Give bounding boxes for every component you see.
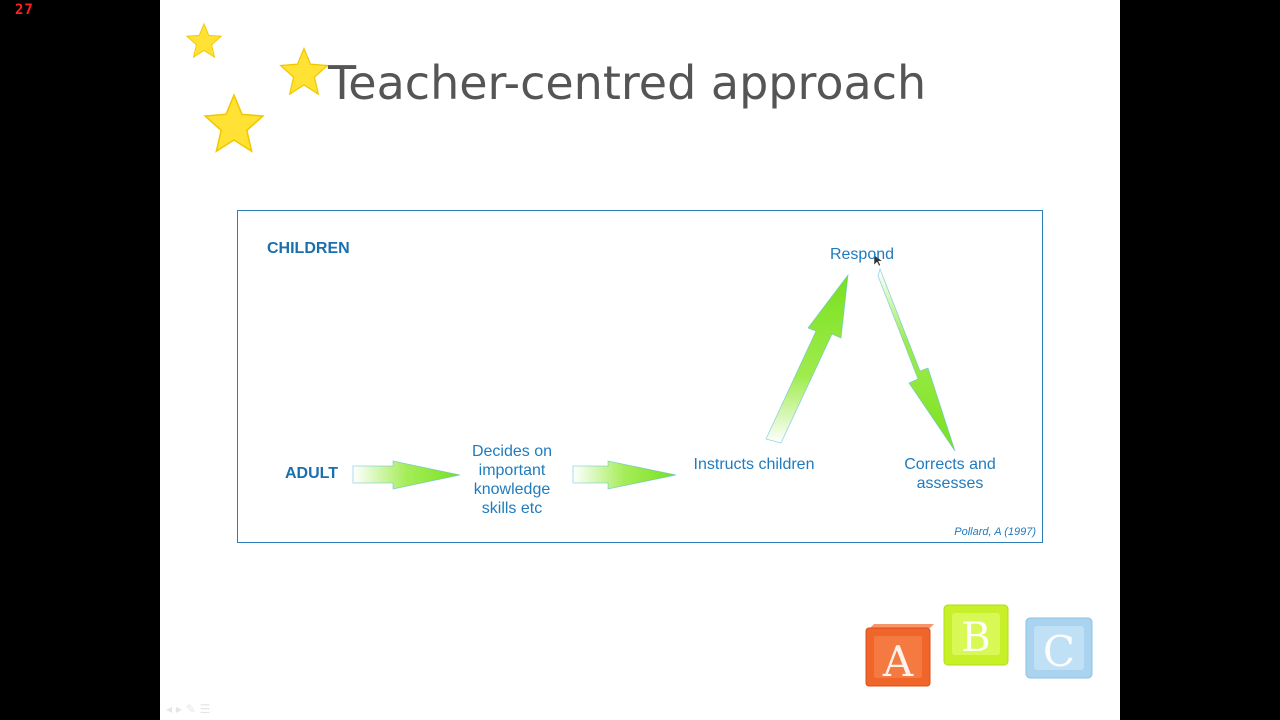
next-icon[interactable]: ▸	[175, 702, 182, 716]
star-icon	[203, 93, 265, 153]
block-letter-a: A	[882, 637, 914, 686]
block-letter-b: B	[961, 615, 990, 661]
letter-block-a: A	[865, 624, 934, 687]
node-children: CHILDREN	[267, 240, 350, 257]
node-instructs: Instructs children	[693, 456, 815, 473]
frame-counter: 27	[15, 2, 34, 18]
node-adult: ADULT	[285, 465, 339, 482]
node-decides: Decides on important knowledge skills et…	[471, 443, 553, 517]
node-corrects: Corrects and assesses	[904, 456, 996, 492]
diagram-box: CHILDREN ADULT Decides on important know…	[237, 210, 1043, 543]
letter-block-b: B	[943, 604, 1009, 666]
prev-icon[interactable]: ◂	[166, 702, 173, 716]
star-icon	[279, 46, 329, 96]
arrow-adult-to-decides	[352, 460, 461, 490]
slide-controls[interactable]: ◂ ▸ ✎ ☰	[166, 702, 210, 716]
slide-title: Teacher-centred approach	[328, 56, 927, 110]
arrow-decides-to-instructs	[572, 460, 677, 490]
letter-block-c: C	[1025, 617, 1093, 679]
flow-arrows	[352, 254, 956, 490]
slide: Teacher-centred approach	[160, 0, 1120, 720]
cursor-icon	[873, 254, 884, 267]
star-icon	[185, 22, 223, 59]
arrow-instructs-to-respond	[765, 273, 849, 444]
menu-icon[interactable]: ☰	[199, 702, 211, 716]
arrow-respond-to-corrects	[877, 267, 956, 452]
node-respond: Respond	[829, 246, 895, 263]
citation: Pollard, A (1997)	[954, 526, 1036, 538]
block-letter-c: C	[1043, 627, 1075, 676]
pen-icon[interactable]: ✎	[185, 702, 196, 716]
